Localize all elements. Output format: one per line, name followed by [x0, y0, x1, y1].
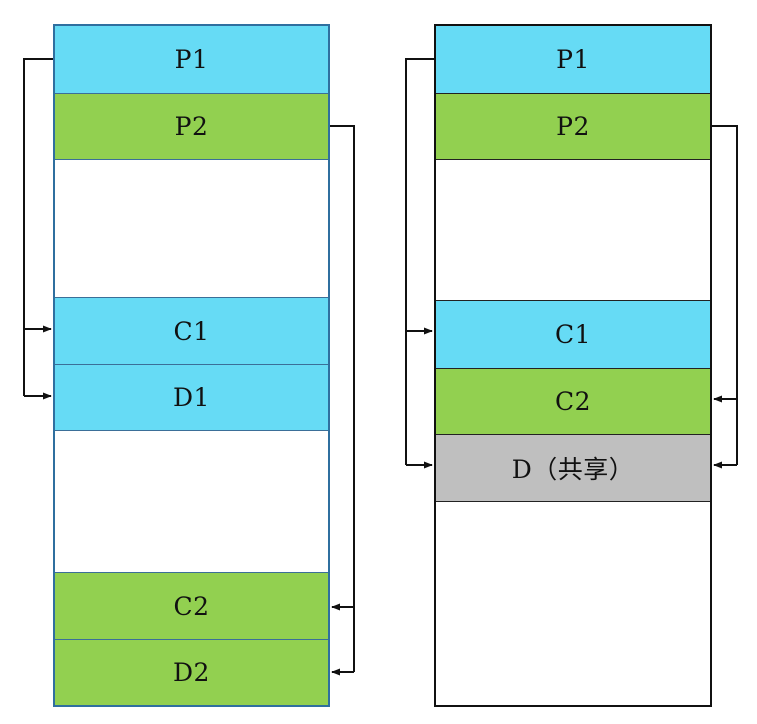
left-block-c1: C1: [55, 297, 328, 365]
left-memory-column: P1 P2 C1 D1 C2 D2: [53, 24, 330, 707]
left-block-p2-label: P2: [174, 112, 209, 141]
right-block-p2: P2: [436, 94, 710, 160]
left-block-c2: C2: [55, 572, 328, 639]
right-block-c1: C1: [436, 300, 710, 368]
left-block-p1: P1: [55, 26, 328, 94]
right-block-d-shared-label: D（共享）: [511, 455, 635, 484]
right-block-p1: P1: [436, 26, 710, 94]
left-block-d1: D1: [55, 365, 328, 431]
left-p1-bracket-line: [23, 58, 53, 396]
left-block-p2: P2: [55, 94, 328, 160]
right-memory-column: P1 P2 C1 C2 D（共享）: [434, 24, 712, 707]
left-block-d2: D2: [55, 639, 328, 705]
left-p2-bracket-line: [330, 125, 355, 672]
left-block-d1-label: D1: [173, 383, 210, 412]
left-block-d2-label: D2: [173, 658, 210, 687]
right-p2-bracket-line: [712, 125, 738, 465]
right-block-c2: C2: [436, 368, 710, 435]
right-block-c1-label: C1: [554, 320, 592, 349]
right-block-d-shared: D（共享）: [436, 435, 710, 502]
right-block-c2-label: C2: [554, 387, 592, 416]
right-block-p1-label: P1: [556, 45, 590, 74]
right-p1-bracket-line: [405, 58, 434, 465]
left-block-p1-label: P1: [174, 45, 209, 74]
right-block-p2-label: P2: [556, 112, 590, 141]
left-block-c1-label: C1: [173, 316, 210, 346]
left-block-c2-label: C2: [173, 591, 210, 621]
